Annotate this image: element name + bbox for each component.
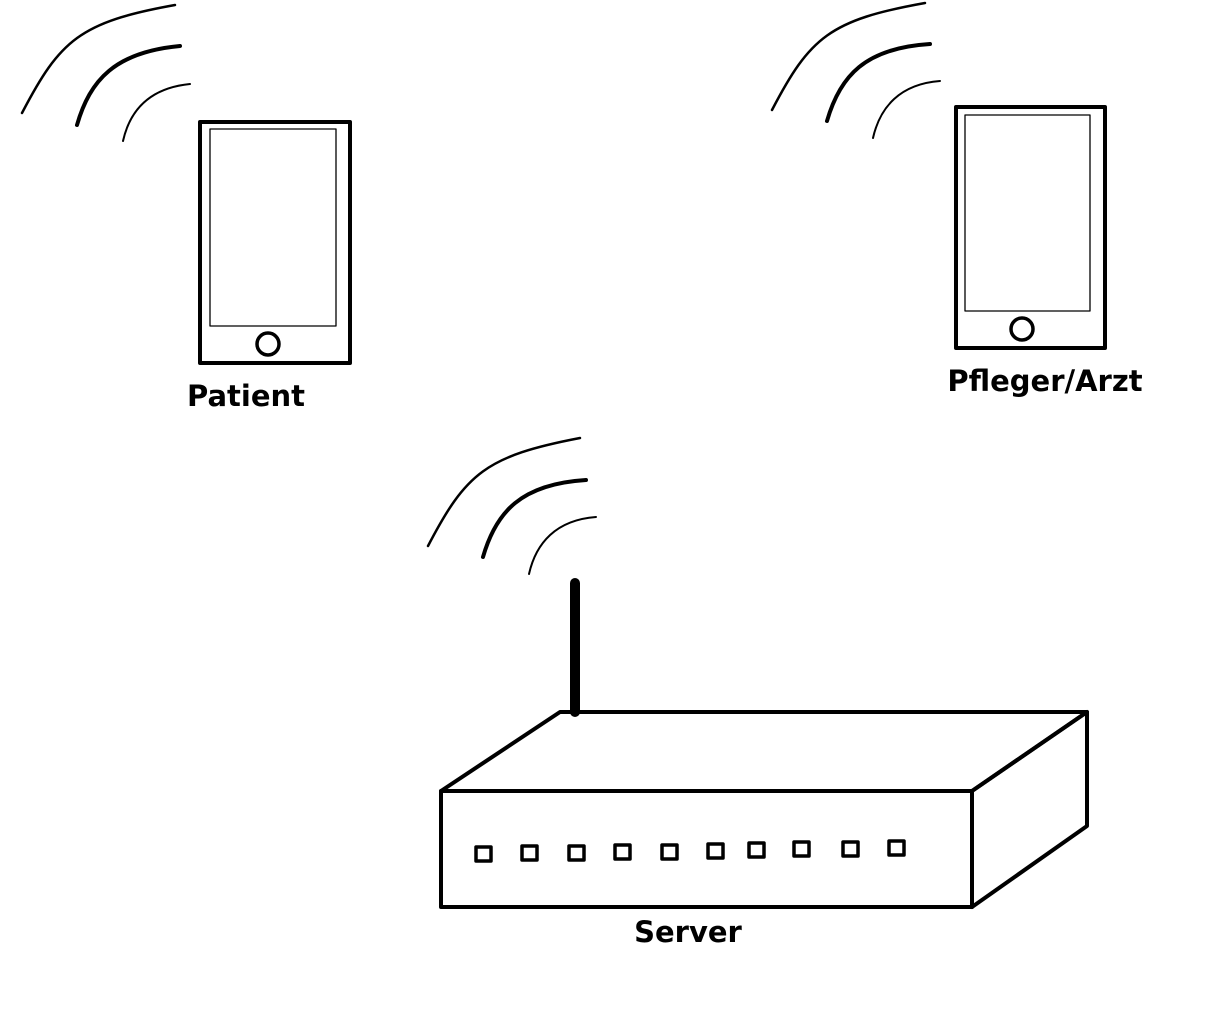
caregiver-label: Pfleger/Arzt [947, 364, 1142, 398]
caregiver-node: Pfleger/Arzt [770, 1, 1143, 398]
port [567, 844, 586, 862]
port [887, 839, 906, 857]
wifi-signal-icon [426, 436, 597, 575]
patient-label: Patient [187, 379, 305, 413]
router-front-panel [439, 789, 974, 909]
wifi-signal-icon [20, 3, 191, 142]
wifi-signal-icon [770, 1, 941, 139]
server-label: Server [634, 915, 742, 949]
smartphone-icon [954, 105, 1107, 350]
smartphone-icon [198, 120, 352, 365]
home-button-icon [1009, 316, 1035, 342]
port [520, 844, 539, 862]
port [613, 843, 632, 861]
port [474, 845, 493, 863]
port [706, 842, 725, 860]
port [660, 843, 679, 861]
home-button-icon [255, 331, 281, 357]
port-row [474, 839, 906, 863]
port [841, 840, 860, 858]
patient-node: Patient [20, 3, 352, 413]
server-node: Server [426, 436, 1089, 949]
port [747, 841, 766, 859]
router-icon [439, 578, 1089, 909]
port [792, 840, 811, 858]
